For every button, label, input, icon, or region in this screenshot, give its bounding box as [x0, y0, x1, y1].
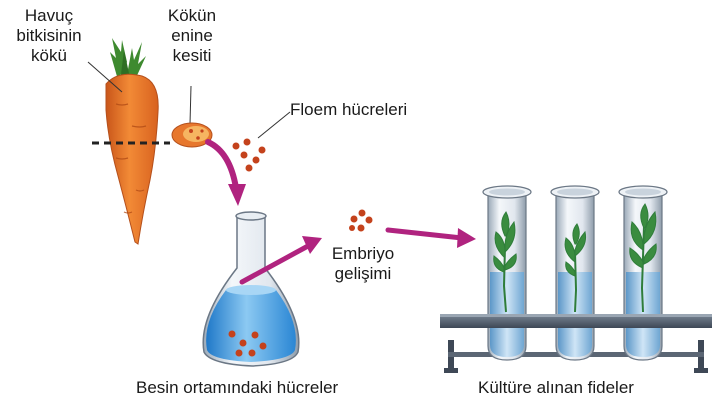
flask-medium [206, 290, 296, 362]
cross-section-label-line-2: enine [171, 26, 213, 45]
carrot-root-label: Havuç bitkisinin kökü [12, 6, 86, 66]
flask [202, 211, 300, 367]
carrot-root-label-line-3: kökü [31, 46, 67, 65]
phloem-label-pointer [257, 111, 291, 139]
seedling-1 [493, 211, 517, 313]
carrot-root-label-line-1: Havuç [24, 6, 74, 25]
cross-section-label-line-1: Kökün [167, 6, 217, 25]
embryo-cluster [349, 209, 373, 232]
seedling-2 [564, 223, 586, 313]
carrot-label-pointer [87, 61, 123, 93]
carrot-root-label-line-2: bitkisinin [16, 26, 82, 45]
cross-section-label-line-3: kesiti [172, 46, 212, 65]
section-label-pointer [189, 85, 192, 125]
rack-top-bar [440, 314, 712, 328]
cross-section-label: Kökün enine kesiti [160, 6, 224, 66]
carrot-root [105, 73, 159, 245]
cultured-seedlings-label: Kültüre alınan fideler [478, 378, 634, 397]
embryo-label: Embriyo gelişimi [318, 244, 408, 284]
embryo-label-line-1: Embriyo [331, 244, 395, 263]
phloem-cells [232, 138, 266, 172]
test-tube-1 [482, 185, 532, 361]
root-cross-section [171, 122, 213, 148]
arrow-to-flask [205, 139, 246, 206]
seedling-3 [629, 203, 657, 313]
test-tube-2 [550, 185, 600, 361]
embryo-label-line-2: gelişimi [334, 264, 392, 283]
flask-cells [228, 330, 267, 357]
phloem-cells-label: Floem hücreleri [290, 100, 408, 119]
arrow-to-embryo [239, 236, 322, 285]
test-tube-3 [618, 185, 668, 361]
arrow-to-tubes [385, 227, 476, 248]
carrot [92, 38, 170, 245]
cells-in-medium-label: Besin ortamındaki hücreler [136, 378, 339, 397]
